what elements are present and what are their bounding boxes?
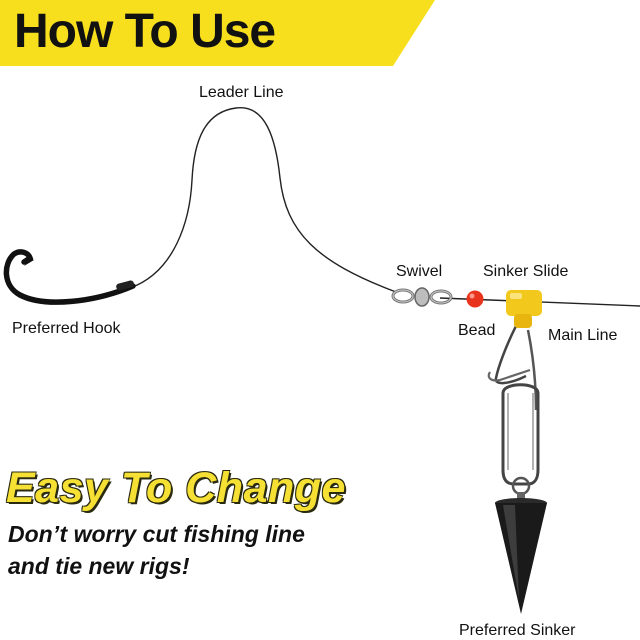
swivel-icon bbox=[391, 287, 453, 307]
label-preferred-sinker: Preferred Sinker bbox=[459, 622, 576, 639]
label-swivel: Swivel bbox=[396, 263, 443, 280]
promo-headline: Easy To Change bbox=[6, 464, 346, 512]
leader-line bbox=[129, 107, 397, 293]
bead-icon bbox=[466, 290, 484, 308]
sinker-slide-icon bbox=[506, 290, 542, 328]
label-main-line: Main Line bbox=[548, 327, 618, 344]
label-bead: Bead bbox=[458, 322, 496, 339]
promo-line-1: Don’t worry cut fishing line bbox=[8, 521, 305, 547]
label-leader-line: Leader Line bbox=[199, 84, 284, 101]
banner-background bbox=[0, 0, 435, 66]
label-preferred-hook: Preferred Hook bbox=[12, 320, 121, 337]
banner-title: How To Use bbox=[14, 5, 276, 58]
promo-line-2: and tie new rigs! bbox=[8, 553, 190, 579]
snap-clip-icon bbox=[487, 325, 540, 486]
pyramid-sinker-icon bbox=[495, 476, 547, 614]
label-sinker-slide: Sinker Slide bbox=[483, 263, 569, 280]
fish-hook-icon bbox=[3, 249, 136, 305]
